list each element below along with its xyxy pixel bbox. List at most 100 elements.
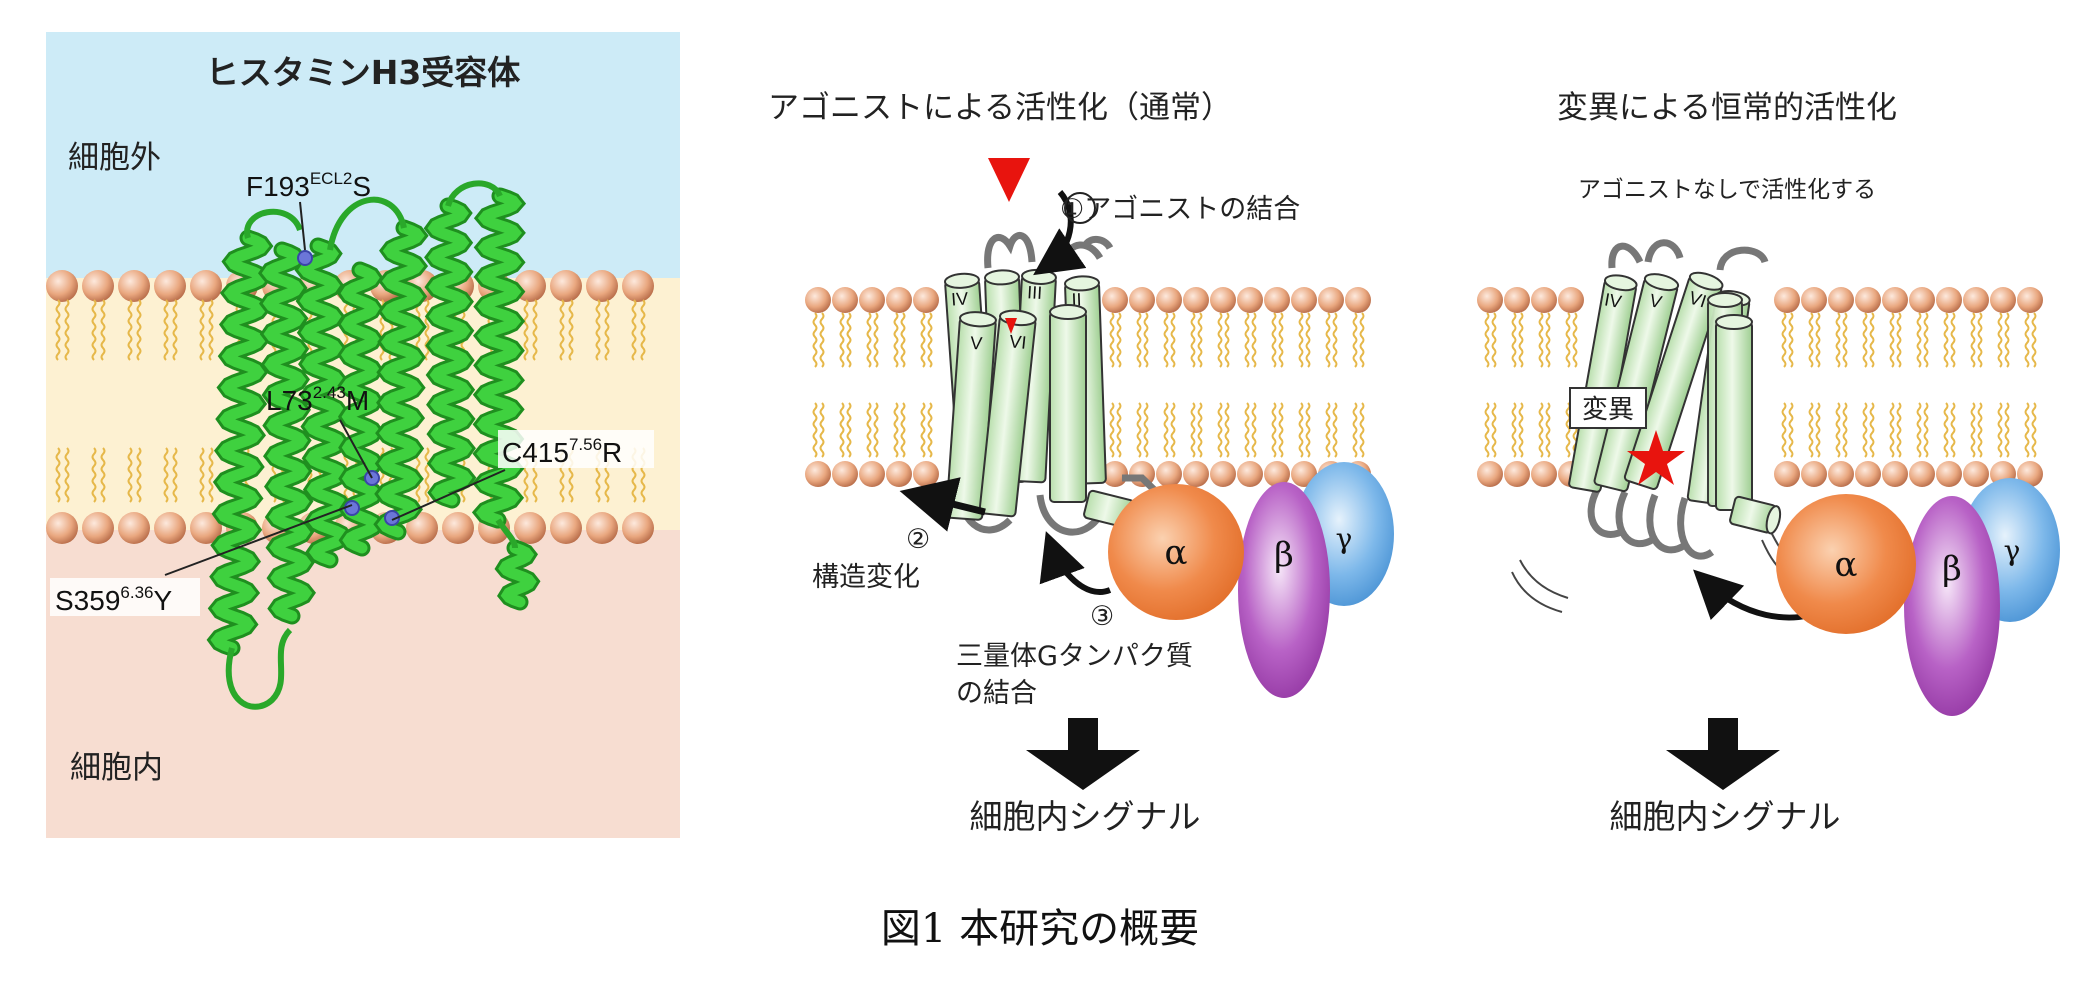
lipid-tail <box>2031 402 2037 458</box>
loop <box>327 196 407 251</box>
lipid-head <box>859 287 885 313</box>
lipid-tail <box>1565 402 1571 458</box>
lipid-tail <box>1572 312 1578 368</box>
pointer-c415 <box>391 469 506 521</box>
side-chain <box>384 510 400 526</box>
lipid-tail <box>1950 402 1956 458</box>
lipid-tail <box>568 299 574 361</box>
step1-circle <box>1064 192 1096 224</box>
side-chain <box>344 500 360 516</box>
lipid-tail <box>1835 312 1841 368</box>
lipid-head <box>1963 461 1989 487</box>
left-panel: ヒスタミンH3受容体 細胞外 細胞内 F193ECL2S L732.43M C4… <box>46 32 680 838</box>
lipid-head <box>1264 461 1290 487</box>
lipid-head <box>2017 287 2043 313</box>
lipid-tail <box>604 299 610 361</box>
lipid-head <box>886 461 912 487</box>
helix-highlight <box>427 200 473 506</box>
step2-number: ② <box>906 524 930 555</box>
lipid-head <box>1477 461 1503 487</box>
svg-text:II: II <box>1071 289 1082 309</box>
g-protein-right: α β γ <box>1776 478 2060 716</box>
lipid-head <box>1531 287 1557 313</box>
lipid-head <box>805 287 831 313</box>
lipid-tail <box>1271 402 1277 458</box>
lipid-tail <box>2004 402 2010 458</box>
right-panel: 変異による恒常的活性化 アゴニストなしで活性化する IV V <box>1477 90 2060 836</box>
lipid-tail <box>1545 312 1551 368</box>
lipid-tail <box>1862 402 1868 458</box>
lipid-head <box>154 512 186 544</box>
lipid-head <box>1882 461 1908 487</box>
lipid-tail <box>1484 312 1490 368</box>
lipid-head <box>1801 461 1827 487</box>
lipid-head <box>805 461 831 487</box>
loop <box>244 208 303 239</box>
lipid-head <box>586 270 618 302</box>
lipid-tail <box>1332 312 1338 368</box>
lipid-head <box>1558 287 1584 313</box>
lipid-head <box>1477 287 1503 313</box>
lipid-tail <box>1511 402 1517 458</box>
mutation-box-label: 変異 <box>1582 395 1634 425</box>
beta-subunit-right <box>1904 496 2000 716</box>
lipid-tail <box>1869 402 1875 458</box>
lipid-tail <box>55 299 61 361</box>
lipid-tail <box>1224 312 1230 368</box>
lipid-head <box>1156 287 1182 313</box>
lipid-tail <box>199 447 205 503</box>
lipid-tail <box>1835 402 1841 458</box>
right-title: 変異による恒常的活性化 <box>1557 90 1897 126</box>
lipid-tail <box>920 402 926 458</box>
lipid-tail <box>1997 402 2003 458</box>
lipid-tail <box>1305 402 1311 458</box>
svg-text:VI: VI <box>1008 331 1027 353</box>
lipid-tail <box>1244 312 1250 368</box>
lipid-head <box>622 270 654 302</box>
lipid-tail <box>1136 312 1142 368</box>
lipid-tail <box>900 312 906 368</box>
lipid-tail <box>1950 312 1956 368</box>
loop <box>495 518 518 549</box>
lipid-tail <box>1943 312 1949 368</box>
lipid-tail <box>846 402 852 458</box>
lipid-tail <box>1484 402 1490 458</box>
lipid-tail <box>1923 402 1929 458</box>
lipid-tail <box>1136 402 1142 458</box>
loop <box>225 627 293 710</box>
svg-text:α: α <box>1835 545 1858 585</box>
pointer-s359 <box>164 504 353 576</box>
lipid-tail <box>1896 312 1902 368</box>
lipid-tail <box>172 299 178 361</box>
flexible-loops <box>1587 486 1627 538</box>
lipid-head <box>1237 287 1263 313</box>
lipid-head <box>1963 287 1989 313</box>
svg-text:γ: γ <box>2004 534 2021 567</box>
lipid-head <box>2017 461 2043 487</box>
lipid-tail <box>1359 312 1365 368</box>
lipid-tail <box>172 447 178 503</box>
mutation-box <box>1569 387 1647 429</box>
mutation-label-c415: C4157.56R <box>502 435 622 468</box>
lipid-tail <box>1170 312 1176 368</box>
middle-title: アゴニストによる活性化（通常） <box>768 90 1232 126</box>
lipid-head <box>442 512 474 544</box>
lipid-tail <box>1538 402 1544 458</box>
lipid-tail <box>1815 312 1821 368</box>
mutation-star <box>1627 430 1685 485</box>
lipid-tail <box>208 447 214 503</box>
lipid-tail <box>1251 402 1257 458</box>
signal-arrow-right <box>1666 718 1780 790</box>
lipid-tail <box>1842 402 1848 458</box>
lipid-head <box>1264 287 1290 313</box>
lipid-tail <box>839 312 845 368</box>
lipid-tail <box>1244 402 1250 458</box>
signal-label-right: 細胞内シグナル <box>1610 797 1841 836</box>
lipid-tail <box>100 447 106 503</box>
lipid-tail <box>1116 312 1122 368</box>
lipid-tail <box>1943 402 1949 458</box>
bound-agonist <box>1005 318 1017 334</box>
helix-highlight <box>340 264 382 554</box>
pointer-l73 <box>339 419 373 479</box>
lipid-head <box>1291 287 1317 313</box>
